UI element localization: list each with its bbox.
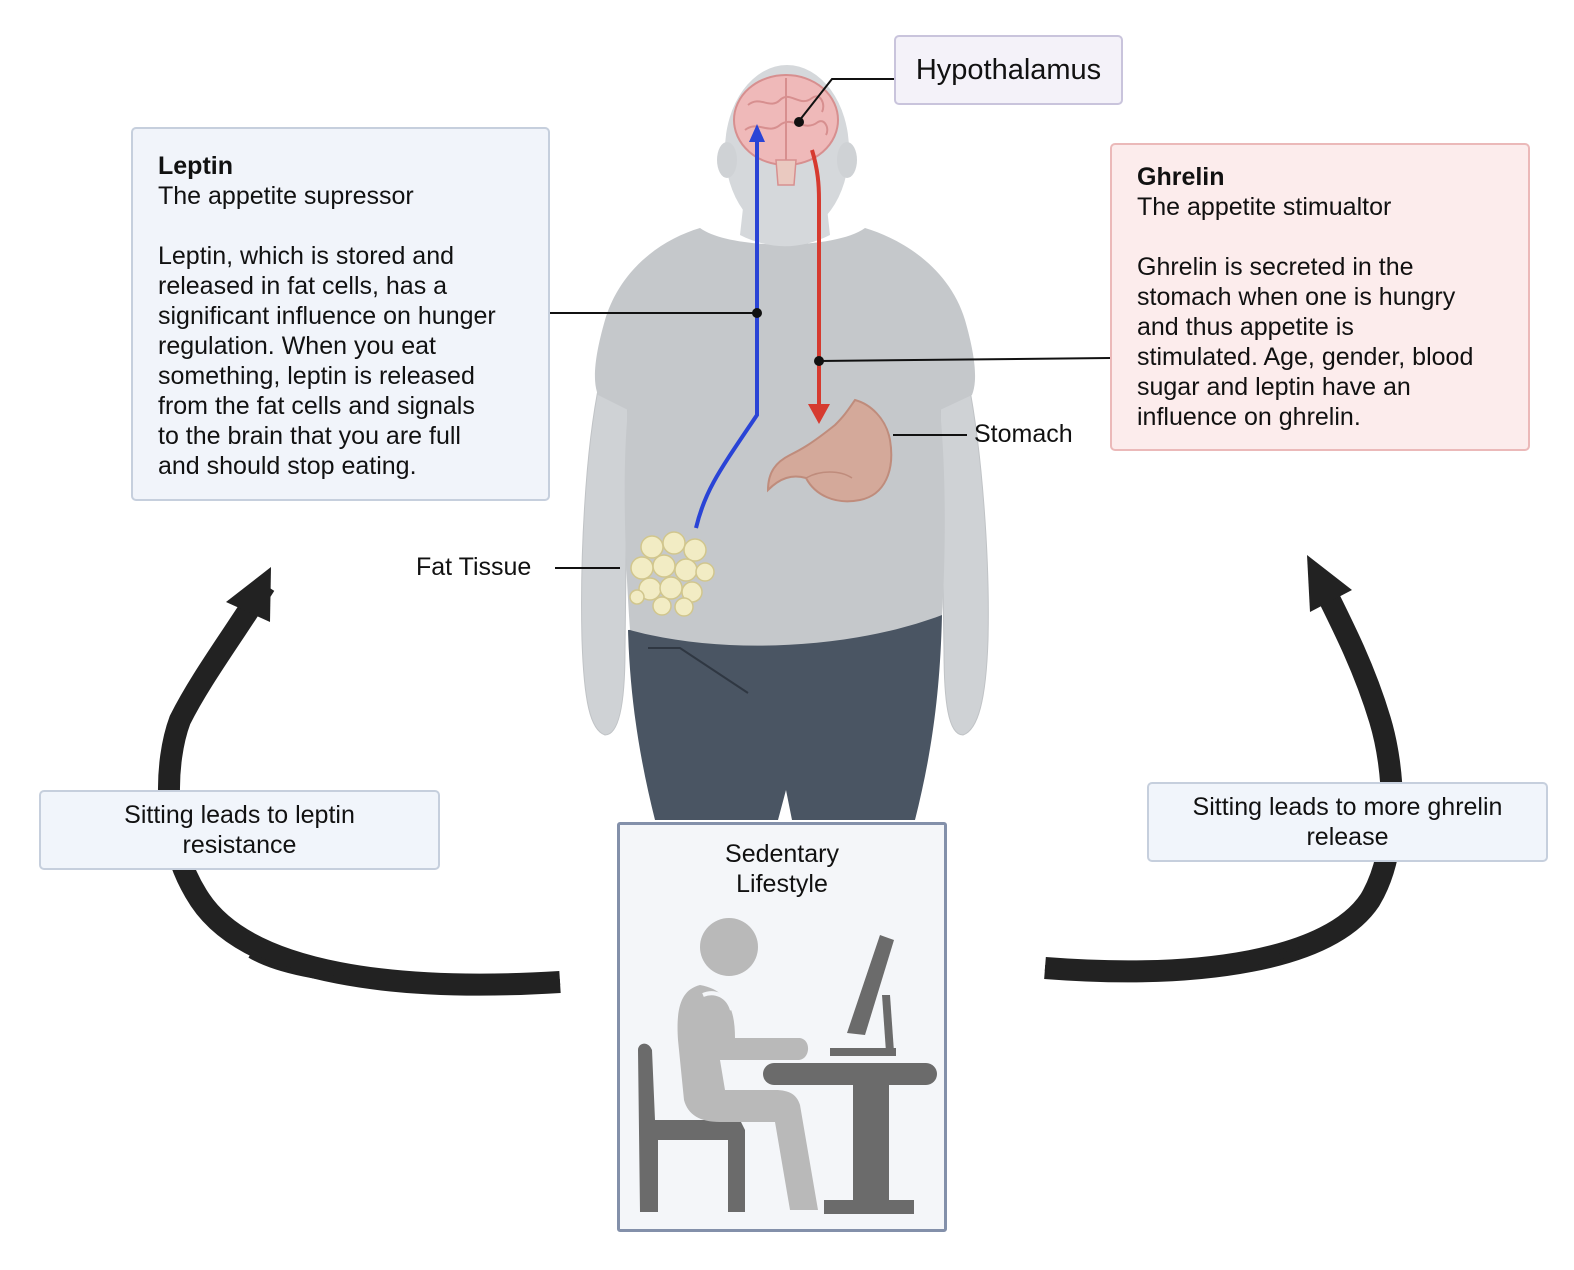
leptin-body-line: from the fat cells and signals [158, 392, 475, 420]
brain-icon [733, 74, 839, 186]
pants-pocket-line [648, 647, 749, 694]
ghrelin-connector-dot [814, 356, 824, 366]
ghrelin-body-line: and thus appetite is [1137, 313, 1354, 341]
leptin-info-box: Leptin The appetite supressor Leptin, wh… [131, 127, 550, 501]
sedentary-title-line: Lifestyle [736, 870, 828, 898]
sitting-ghrelin-box: Sitting leads to more ghrelin release [1147, 782, 1548, 862]
fat-tissue-label: Fat Tissue [416, 553, 532, 581]
right-arm [939, 379, 989, 736]
ghrelin-connector [818, 357, 1111, 362]
ghrelin-signal-arrow [810, 149, 821, 405]
leptin-arrowhead [749, 124, 765, 142]
leptin-connector-dot [752, 308, 762, 318]
leptin-signal-arrow [694, 138, 759, 529]
leptin-body-line: released in fat cells, has a [158, 272, 448, 300]
sitting-ghrelin-line: release [1306, 823, 1389, 851]
sitting-leptin-box: Sitting leads to leptin resistance [39, 790, 440, 870]
leptin-title: Leptin [158, 152, 233, 180]
right-ear [837, 142, 857, 178]
left-ear [717, 142, 737, 178]
hypothalamus-connector [798, 78, 894, 122]
leptin-subtitle: The appetite supressor [158, 182, 414, 210]
ghrelin-body-line: influence on ghrelin. [1137, 403, 1361, 431]
leptin-body-line: regulation. When you eat [158, 332, 436, 360]
left-cycle-arrow [157, 567, 561, 996]
ghrelin-info-box: Ghrelin The appetite stimualtor Ghrelin … [1110, 143, 1530, 451]
connector-lines [550, 78, 1111, 569]
fat-tissue-icon [629, 531, 715, 617]
ghrelin-arrowhead [808, 404, 830, 424]
ghrelin-body-line: sugar and leptin have an [1137, 373, 1411, 401]
sedentary-title-line: Sedentary [725, 840, 839, 868]
hypothalamus-label-box: Hypothalamus [894, 35, 1123, 105]
sitting-ghrelin-line: Sitting leads to more ghrelin [1192, 793, 1503, 821]
ghrelin-body-line: stomach when one is hungry [1137, 283, 1456, 311]
sitting-leptin-line: Sitting leads to leptin [124, 801, 355, 829]
hypothalamus-label: Hypothalamus [915, 53, 1102, 86]
pants [628, 615, 942, 820]
ghrelin-subtitle: The appetite stimualtor [1137, 193, 1392, 221]
leptin-body-line: significant influence on hunger [158, 302, 496, 330]
sedentary-lifestyle-box: Sedentary Lifestyle [617, 822, 947, 1232]
left-arm [581, 379, 629, 736]
hypothalamus-dot [794, 117, 804, 127]
stomach-icon [766, 398, 893, 503]
stomach-label: Stomach [974, 420, 1073, 448]
leptin-body-line: something, leptin is released [158, 362, 475, 390]
leptin-body-line: to the brain that you are full [158, 422, 461, 450]
sitting-leptin-line: resistance [182, 831, 297, 859]
ghrelin-title: Ghrelin [1137, 163, 1225, 191]
ghrelin-body-line: Ghrelin is secreted in the [1137, 253, 1414, 281]
leptin-body-line: Leptin, which is stored and [158, 242, 455, 270]
leptin-body-line: and should stop eating. [158, 452, 417, 480]
right-cycle-arrow [1044, 555, 1403, 983]
ghrelin-body-line: stimulated. Age, gender, blood [1137, 343, 1474, 371]
